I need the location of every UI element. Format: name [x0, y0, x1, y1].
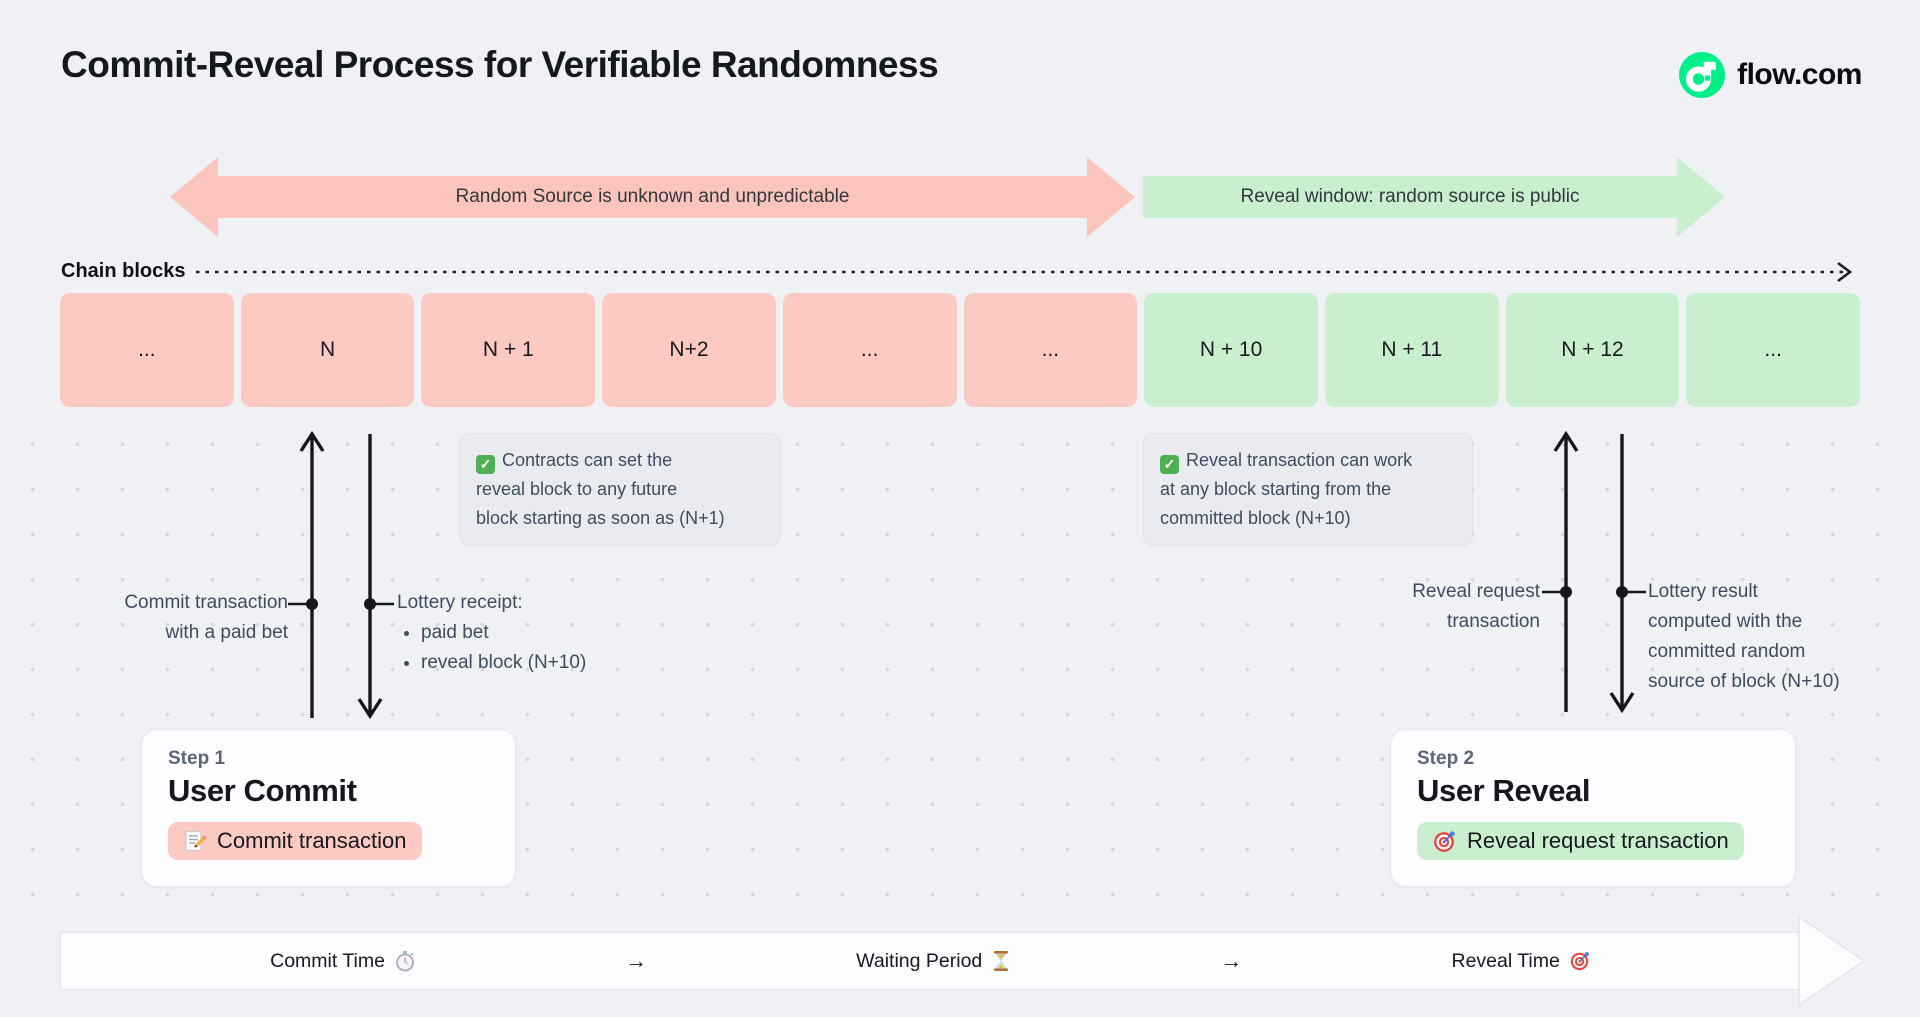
chain-block: ... [782, 293, 957, 407]
step1-title: User Commit [168, 773, 357, 808]
step2-card: Step 2 User Reveal Reveal request transa… [1390, 729, 1796, 887]
label-line: with a paid bet [165, 622, 288, 643]
timeline-label: Commit Time [270, 949, 385, 972]
check-icon: ✓ [1160, 455, 1179, 474]
timeline-arrow-icon: → [1220, 948, 1243, 973]
note-reveal: ✓ Reveal transaction can work at any bloc… [1143, 433, 1473, 546]
timeline-chevron-icon [1798, 915, 1866, 1007]
target-icon [1569, 950, 1591, 972]
chain-block: N+2 [602, 293, 776, 407]
hourglass-icon [991, 950, 1011, 972]
commit-phase-label: Random Source is unknown and unpredictab… [455, 186, 850, 207]
check-icon: ✓ [476, 455, 495, 474]
label-line: computed with the [1648, 611, 1803, 632]
bullet-item: reveal block (N+10) [421, 648, 586, 678]
label-line: source of block (N+10) [1648, 671, 1840, 692]
reveal-phase-arrow: Reveal window: random source is public [1143, 157, 1725, 237]
note-line: block starting as soon as (N+1) [476, 508, 725, 528]
step1-card: Step 1 User Commit Commit transaction [141, 729, 516, 887]
label-line: committed random [1648, 641, 1806, 662]
page-title: Commit-Reveal Process for Verifiable Ran… [61, 44, 939, 85]
memo-icon [183, 829, 207, 853]
chain-block: N + 1 [421, 293, 596, 407]
note-line: reveal block to any future [476, 479, 678, 499]
bullet-item: paid bet [421, 618, 586, 648]
commit-transaction-label: Commit transaction with a paid bet [80, 588, 288, 648]
reveal-request-pill: Reveal request transaction [1417, 822, 1744, 860]
step1-pill-label: Commit transaction [217, 828, 407, 853]
timeline-waiting-period: Waiting Period [856, 950, 1011, 973]
chain-block: N + 12 [1505, 293, 1680, 407]
note-line: Reveal transaction can work [1186, 450, 1413, 470]
label-line: Commit transaction [124, 592, 288, 613]
flow-logo-link[interactable]: flow.com [1679, 52, 1862, 98]
chain-block: ... [963, 293, 1138, 407]
chain-arrowhead-icon [1837, 261, 1853, 283]
timeline-commit-time: Commit Time [270, 950, 416, 973]
step2-label: Step 2 [1417, 748, 1475, 769]
step1-label: Step 1 [168, 748, 226, 769]
label-line: transaction [1447, 611, 1540, 632]
flow-logo-icon [1679, 52, 1726, 98]
note-line: at any block starting from the [1160, 479, 1392, 499]
lottery-result-label: Lottery result computed with the committ… [1648, 577, 1888, 697]
target-icon [1432, 829, 1457, 854]
lottery-receipt-label: Lottery receipt: paid bet reveal block (… [397, 588, 586, 678]
chain-block: ... [1686, 293, 1861, 407]
note-contracts: ✓ Contracts can set the reveal block to a… [459, 433, 781, 546]
chain-block: N + 10 [1144, 293, 1318, 407]
chain-block: N + 11 [1324, 293, 1499, 407]
timeline-label: Waiting Period [856, 949, 983, 972]
label-line: Lottery result [1648, 581, 1758, 602]
chain-blocks-label: Chain blocks [61, 260, 186, 282]
commit-phase-arrow: Random Source is unknown and unpredictab… [170, 157, 1135, 237]
timeline-arrow-icon: → [625, 948, 648, 973]
step2-title: User Reveal [1417, 773, 1591, 808]
chain-block: N [240, 293, 415, 407]
timeline-bar: Commit Time → Waiting Period [60, 932, 1800, 990]
note-line: committed block (N+10) [1160, 508, 1351, 528]
chain-blocks-row: ... N N + 1 N+2 ... ... N + 10 N + 11 N … [60, 293, 1861, 407]
reveal-phase-label: Reveal window: random source is public [1240, 186, 1580, 207]
label-line: Reveal request [1412, 581, 1540, 602]
timeline-reveal-time: Reveal Time [1451, 950, 1590, 973]
step2-pill-label: Reveal request transaction [1467, 828, 1729, 853]
brand-name: flow.com [1737, 58, 1862, 91]
reveal-request-label: Reveal request transaction [1330, 577, 1540, 637]
timeline-label: Reveal Time [1451, 949, 1560, 972]
chain-block: ... [60, 293, 234, 407]
stopwatch-icon [394, 950, 416, 972]
commit-transaction-pill: Commit transaction [168, 822, 422, 860]
note-line: Contracts can set the [502, 450, 673, 470]
label-title: Lottery receipt: [397, 592, 523, 613]
